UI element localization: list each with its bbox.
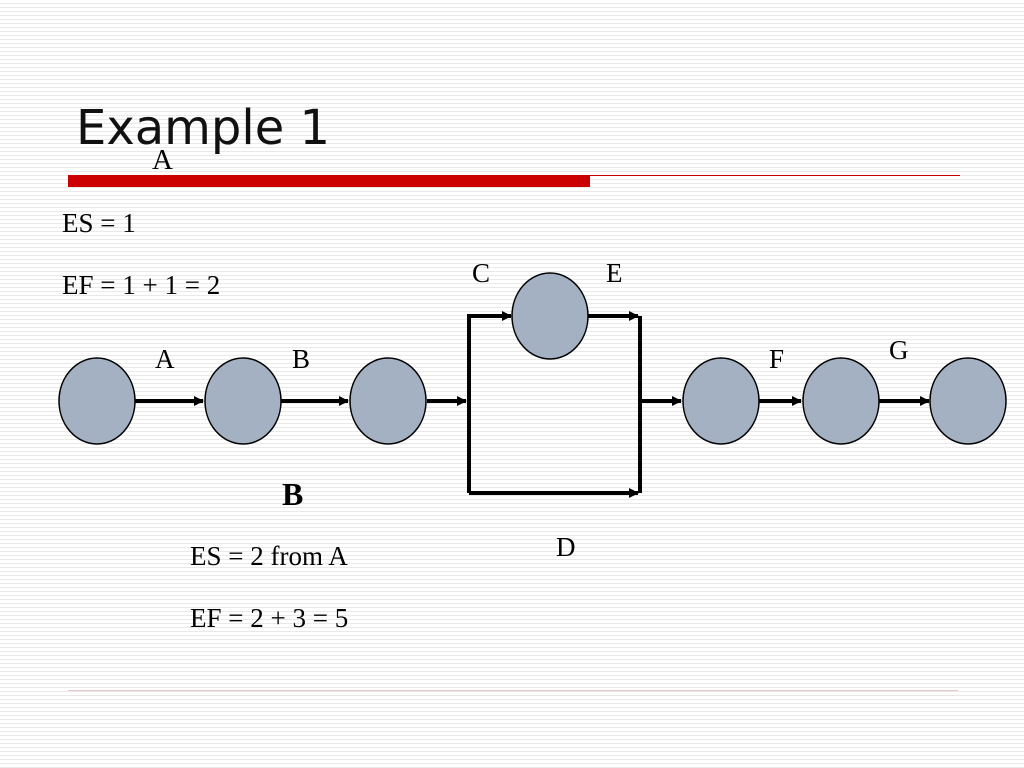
label-e: E <box>606 258 623 288</box>
label-a: A <box>155 344 175 374</box>
node-4 <box>511 272 589 360</box>
label-c: C <box>472 258 491 288</box>
activity-a-ef: EF = 1 + 1 = 2 <box>62 270 221 300</box>
node-2 <box>204 357 282 445</box>
activity-a-es: ES = 1 <box>62 208 136 238</box>
label-f: F <box>769 344 785 374</box>
node-6 <box>802 357 880 445</box>
title-underline-accent <box>68 175 590 187</box>
title-underline-thin <box>590 175 960 176</box>
activity-b-es: ES = 2 from A <box>190 541 348 571</box>
activity-b-ef: EF = 2 + 3 = 5 <box>190 603 349 633</box>
label-d: D <box>556 532 576 562</box>
label-b: B <box>292 344 311 374</box>
label-g: G <box>889 335 909 365</box>
footer-divider <box>68 690 958 691</box>
slide-title: Example 1 <box>76 100 331 156</box>
node-5 <box>682 357 760 445</box>
arrows-group <box>135 311 930 498</box>
activity-a-heading: A <box>152 144 173 176</box>
node-7 <box>929 357 1007 445</box>
node-3 <box>349 357 427 445</box>
node-1 <box>58 357 136 445</box>
activity-b-heading: B <box>282 476 304 512</box>
arrow-c <box>467 311 512 493</box>
